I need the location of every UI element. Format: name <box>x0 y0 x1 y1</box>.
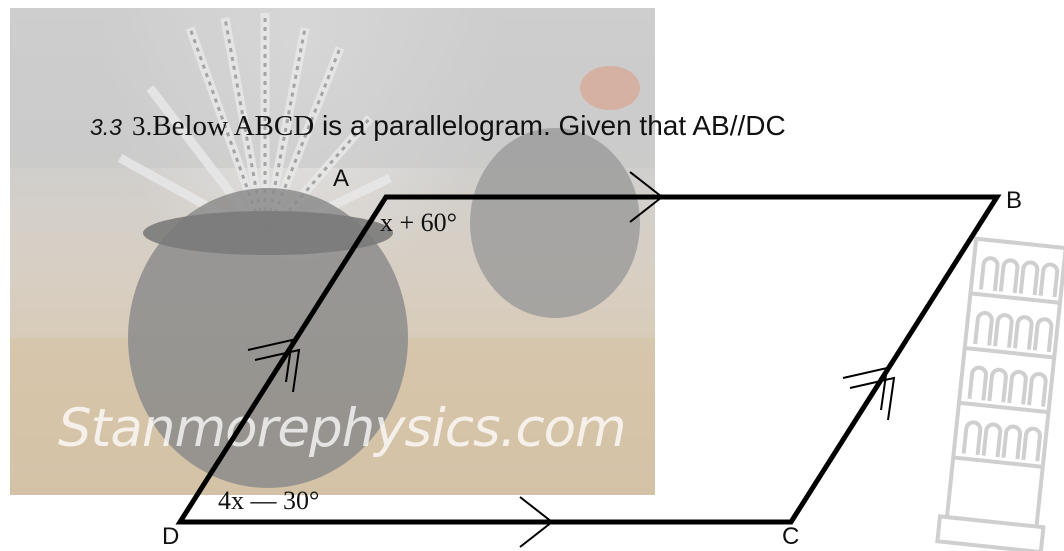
question-serif-text: Below ABCD <box>152 110 315 142</box>
vertex-label-d: D <box>162 523 180 550</box>
question-sans-text: is a parallelogram. Given that AB//DC <box>314 110 786 141</box>
question-number: 3.3 <box>90 114 122 140</box>
question-prefix: 3. <box>131 111 153 141</box>
parallel-arrow-ab <box>629 171 664 223</box>
leaning-tower-icon <box>935 236 1064 551</box>
potted-plant-icon <box>10 8 655 495</box>
vertex-label-c: C <box>782 523 800 550</box>
parallel-arrow-ad <box>247 338 301 393</box>
parallel-arrow-dc <box>519 496 554 548</box>
vertex-label-a: A <box>333 165 350 192</box>
angle-label-a: x + 60° <box>380 208 458 237</box>
vertex-label-b: B <box>1006 187 1023 214</box>
watermark-text: Stanmorephysics.com <box>58 398 627 459</box>
question-text: 3.3 3.Below ABCD is a parallelogram. Give… <box>90 110 786 143</box>
parallel-arrow-bc <box>842 366 896 421</box>
parallelogram-abcd <box>175 194 1002 525</box>
angle-label-d: 4x — 30° <box>218 486 320 515</box>
background-photo: Stanmorephysics.com <box>10 8 655 495</box>
